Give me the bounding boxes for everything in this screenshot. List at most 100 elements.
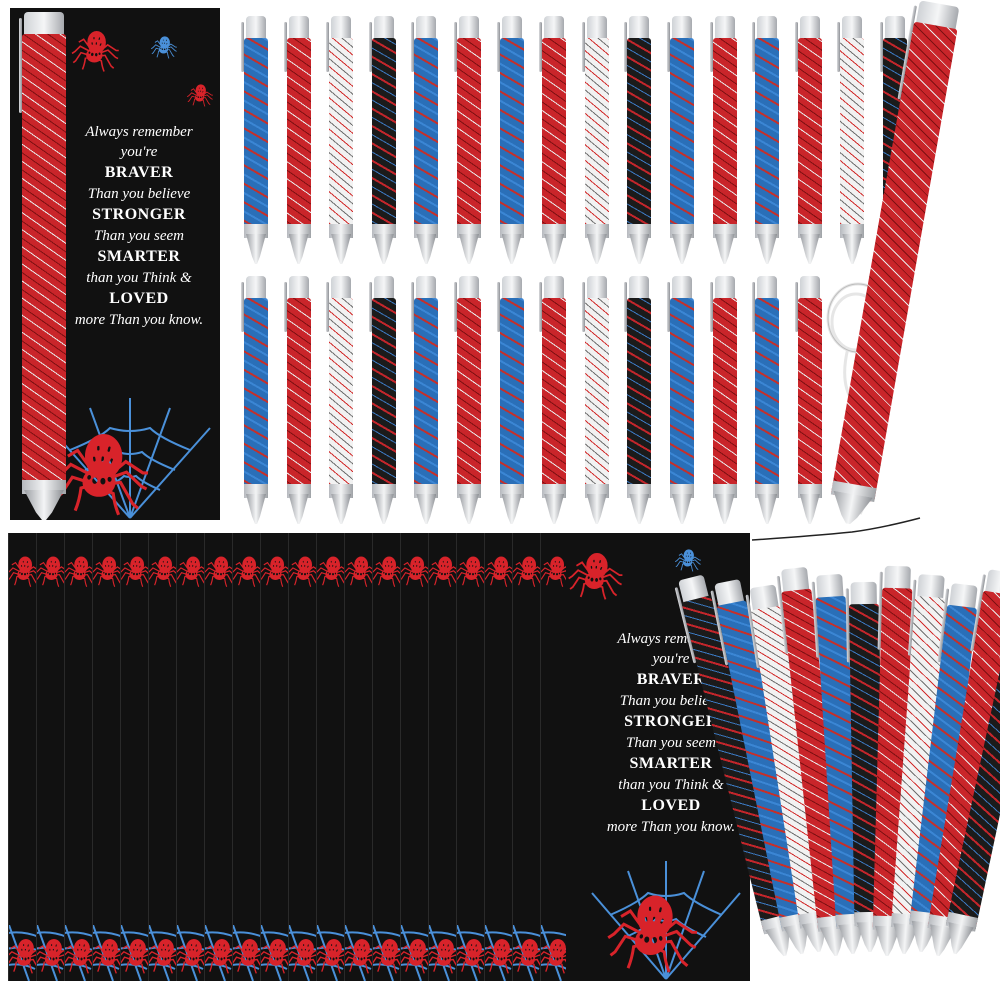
quote-line: than you Think & [86,270,192,286]
pen-cap [331,16,352,40]
pen-tip [373,494,394,524]
pen-tip [501,234,522,264]
pen-body [755,38,780,238]
pen-cap [24,12,64,36]
pen-clip [794,22,798,72]
pen-clip [624,22,628,72]
spider-web-icon [591,861,741,980]
pen-clip [667,22,670,72]
pen [581,276,609,524]
pen-body [670,38,694,238]
pen-tip [331,234,352,264]
spider-icon: 🕷 [566,549,625,603]
pen-tip [586,494,607,524]
pen-tip [629,234,650,264]
pen-tip [586,234,607,264]
pen-body [499,38,524,238]
pen-clip [752,22,756,72]
pen-clip [19,18,22,113]
quote-line: you're [652,651,690,667]
pen [241,16,268,264]
pen-cap [629,276,650,300]
tall-quote-card: 🕷 🕷 🕷 Always remember you're BRAVER Than… [10,8,220,520]
spider-web-icon [37,925,74,981]
pen-cap [246,276,266,300]
pen-clip [454,282,457,332]
pen-cap [416,16,437,40]
pen-tip [288,234,309,264]
quote-line: more Than you know. [74,312,204,328]
pen-cap [416,276,437,300]
pen-clip [368,282,372,332]
pen-body [840,38,865,238]
pen [241,276,268,524]
pen-body [371,298,396,498]
spider-web-icon [149,925,186,981]
pen-cap [672,276,692,300]
pen-clip [241,22,244,72]
pen-cap [714,16,735,40]
card-quote: Always remember you're BRAVER Than you b… [596,629,746,837]
pen-body [670,298,694,498]
pen-clip [752,282,756,332]
pen-body [329,298,354,498]
pen-cap [373,16,394,40]
pen-cap [714,276,735,300]
ink-line [752,517,921,541]
pen [539,16,567,264]
pen-cap [586,16,607,40]
card-quote: Always remember you're BRAVER Than you b… [64,122,214,330]
quote-line: you're [120,144,158,160]
pen [837,16,865,264]
pen-clip [794,282,798,332]
spider-icon: 🕷 [70,29,121,75]
pen-tip [672,234,692,264]
pen-clip [624,282,628,332]
pen-tip [757,234,778,264]
pen-tip [942,922,974,957]
quote-line: BRAVER [104,164,174,181]
pen-body [712,38,737,238]
pen-tip [799,234,820,264]
pen-body [457,298,481,498]
pen-cap [757,16,778,40]
pen-clip [581,22,585,72]
pen-tip [416,494,437,524]
pen-tip [544,494,565,524]
pen-body [414,38,439,238]
pen-tip [373,234,394,264]
quote-line: SMARTER [97,248,181,265]
pen-clip [667,282,670,332]
spider-icon: 🕷 [674,549,702,574]
pen-body [627,298,652,498]
spider-web-icon [345,925,382,981]
pen-tip [331,494,352,524]
pen-cap [885,16,905,40]
pen [581,16,609,264]
pen-tip [24,490,64,520]
quote-line: Than you seem [94,228,184,244]
pen-body [22,34,66,494]
pen-cap [850,581,877,607]
pen-body [414,298,439,498]
pen-clip [326,282,330,332]
pen-body [627,38,652,238]
spider-icon: 🕷 [50,428,152,520]
pen-cap [459,16,479,40]
pen [326,276,354,524]
spider-web-icon [485,925,522,981]
pen-body [244,298,268,498]
pen-cap [757,276,778,300]
pen [496,276,524,524]
spider-web-icon [205,925,242,981]
pen-tip [416,234,437,264]
quote-line: than you Think & [618,777,724,793]
spider-web-icon [401,925,438,981]
pen [411,276,439,524]
pen-body [542,298,567,498]
spider-web-icon [93,925,130,981]
pen-tip [459,494,479,524]
spider-web-icon [177,925,214,981]
pen [454,276,481,524]
pen-tip [246,494,266,524]
